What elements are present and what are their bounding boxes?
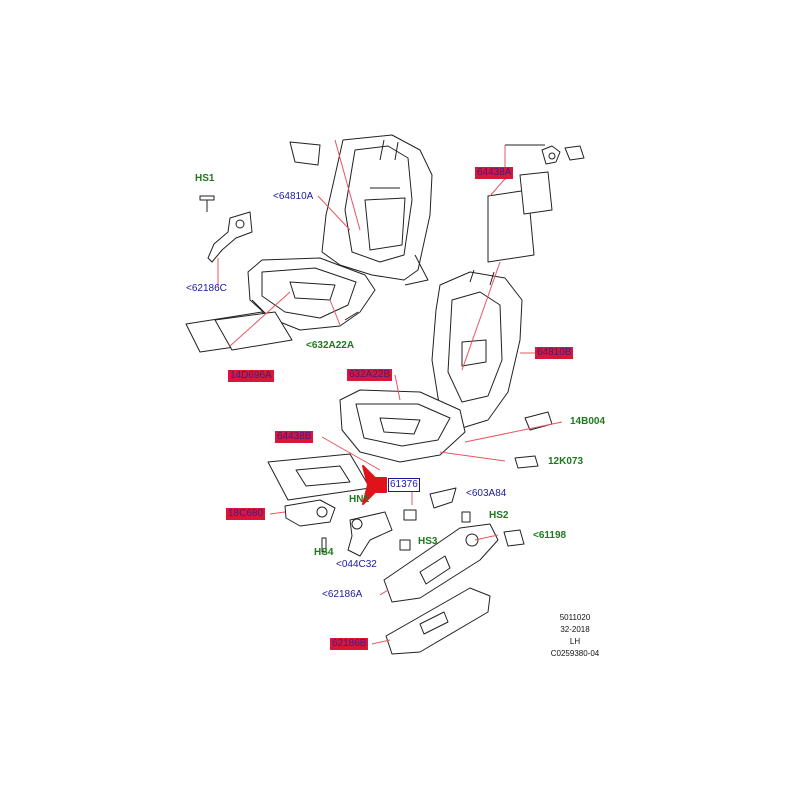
callout-632a22a: <632A22A <box>306 340 355 351</box>
callout-62186a: <62186A <box>322 589 363 600</box>
metadata-line-2: 32-2018 <box>560 625 590 634</box>
callout-632a22b: 632A22B <box>347 369 393 381</box>
callout-hs4: HS4 <box>314 547 334 558</box>
connector-12k073 <box>514 455 539 469</box>
highlight-arrow <box>362 465 387 505</box>
upper-backrest <box>289 134 433 286</box>
callout-hs2: HS2 <box>489 510 509 521</box>
callout-hs1: HS1 <box>195 173 215 184</box>
callout-044c32: <044C32 <box>336 559 377 570</box>
callout-64438a: 64438A <box>475 167 514 179</box>
callout-61376: 61376 <box>388 478 420 492</box>
back-panel <box>487 171 553 263</box>
lever-61198 <box>503 529 525 547</box>
leader-lines <box>217 139 563 645</box>
lower-backrest <box>431 269 523 429</box>
callout-603a84: <603A84 <box>466 488 507 499</box>
callout-62186b: 62186B <box>330 638 369 650</box>
upper-bracket <box>199 195 253 263</box>
side-shield-upper <box>383 523 499 603</box>
mechanism-18c680 <box>284 499 336 527</box>
top-right-parts <box>505 144 585 165</box>
callout-64810b: 64810B <box>535 347 574 359</box>
callout-hs3: HS3 <box>418 536 438 547</box>
callout-14d696a: 14D696A <box>228 370 274 382</box>
bracket-044c32 <box>347 511 393 557</box>
side-shield-lower <box>385 587 491 655</box>
fasteners <box>321 487 471 553</box>
metadata-line-1: 5011020 <box>559 613 591 622</box>
callout-64810a: <64810A <box>273 191 314 202</box>
diagram-metadata: 5011020 32-2018 LH C0259380-04 <box>540 612 610 660</box>
callout-hn1: HN1 <box>349 494 370 505</box>
callout-12k073: 12K073 <box>548 456 584 467</box>
upper-mat <box>185 311 293 353</box>
callout-14b004: 14B004 <box>570 416 606 427</box>
lower-cushion <box>339 389 466 463</box>
callout-62186c: <62186C <box>186 283 227 294</box>
callout-18c680: 18C680 <box>226 508 266 520</box>
metadata-line-4: C0259380-04 <box>550 649 600 658</box>
metadata-line-3: LH <box>569 637 581 646</box>
callout-61198: <61198 <box>533 530 567 541</box>
callout-64438b: 64438B <box>275 431 314 443</box>
